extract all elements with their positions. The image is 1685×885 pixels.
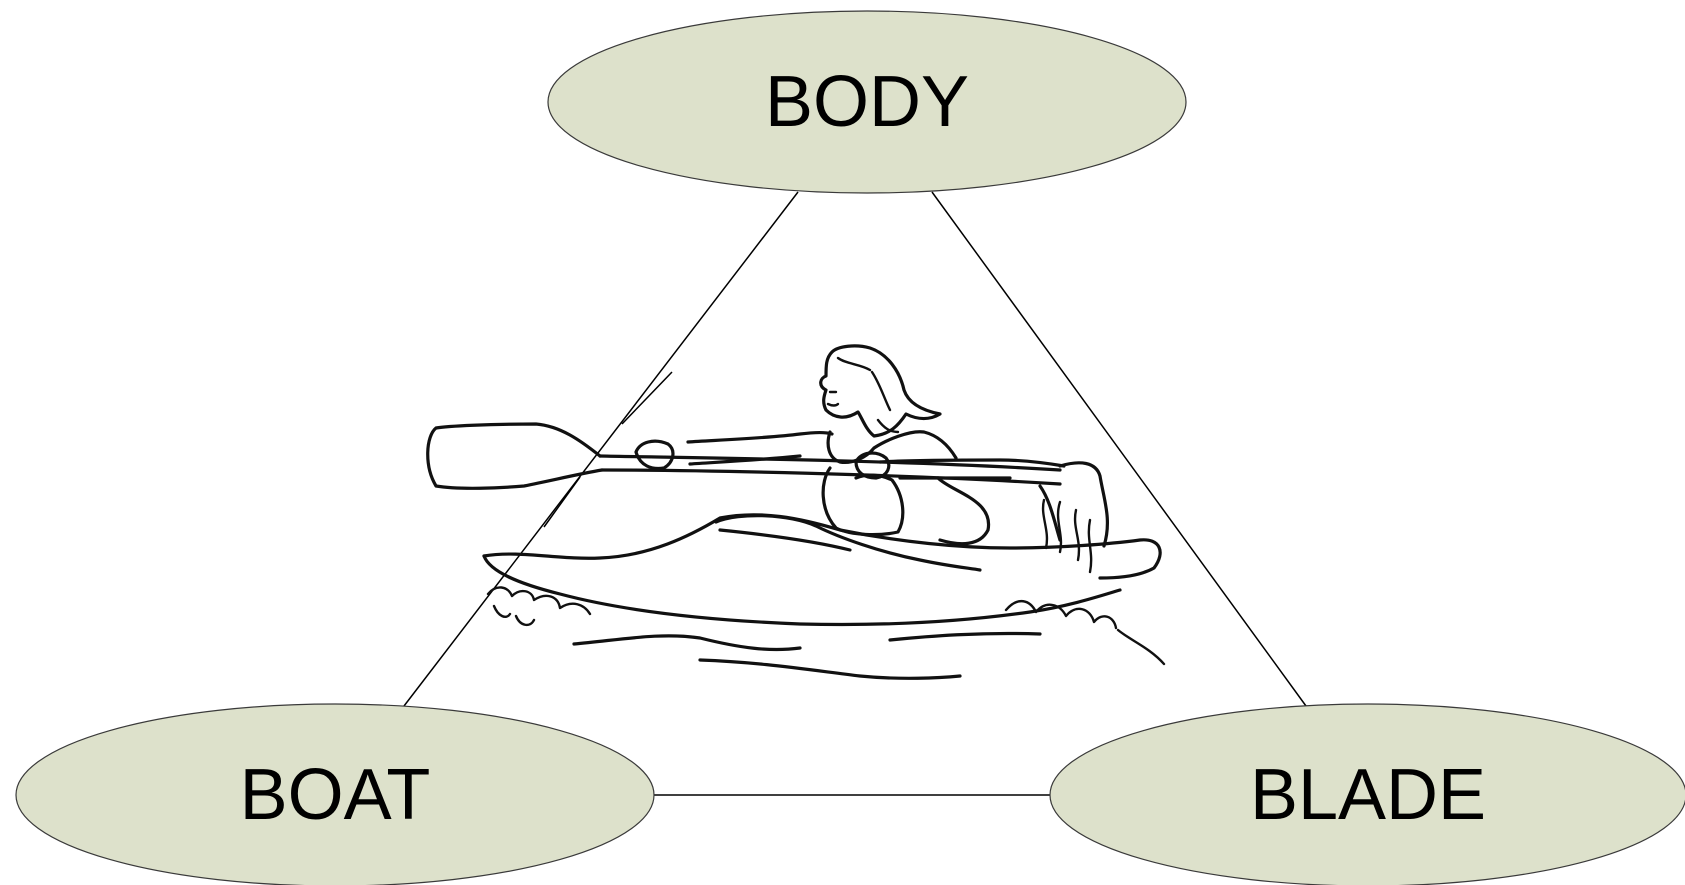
paddle-blade-right: [1040, 463, 1107, 546]
node-body-label: BODY: [765, 62, 969, 142]
kayak-cockpit: [716, 516, 980, 570]
node-blade: BLADE: [1050, 704, 1685, 885]
kayaker-face: [828, 392, 838, 406]
kayaker-torso: [828, 432, 956, 463]
node-body: BODY: [548, 11, 1186, 193]
node-boat-label: BOAT: [240, 755, 431, 835]
edge-body-blade: [932, 192, 1306, 706]
splash-right: [1006, 500, 1164, 664]
edge-body-boat-fragment-1: [622, 372, 672, 424]
node-boat: BOAT: [16, 704, 654, 885]
node-blade-label: BLADE: [1250, 755, 1486, 835]
paddle-blade-left: [428, 424, 602, 488]
triangle-edges: [404, 192, 1306, 795]
water-ripples: [574, 633, 1040, 678]
kayaker-hair-strands: [838, 358, 898, 432]
